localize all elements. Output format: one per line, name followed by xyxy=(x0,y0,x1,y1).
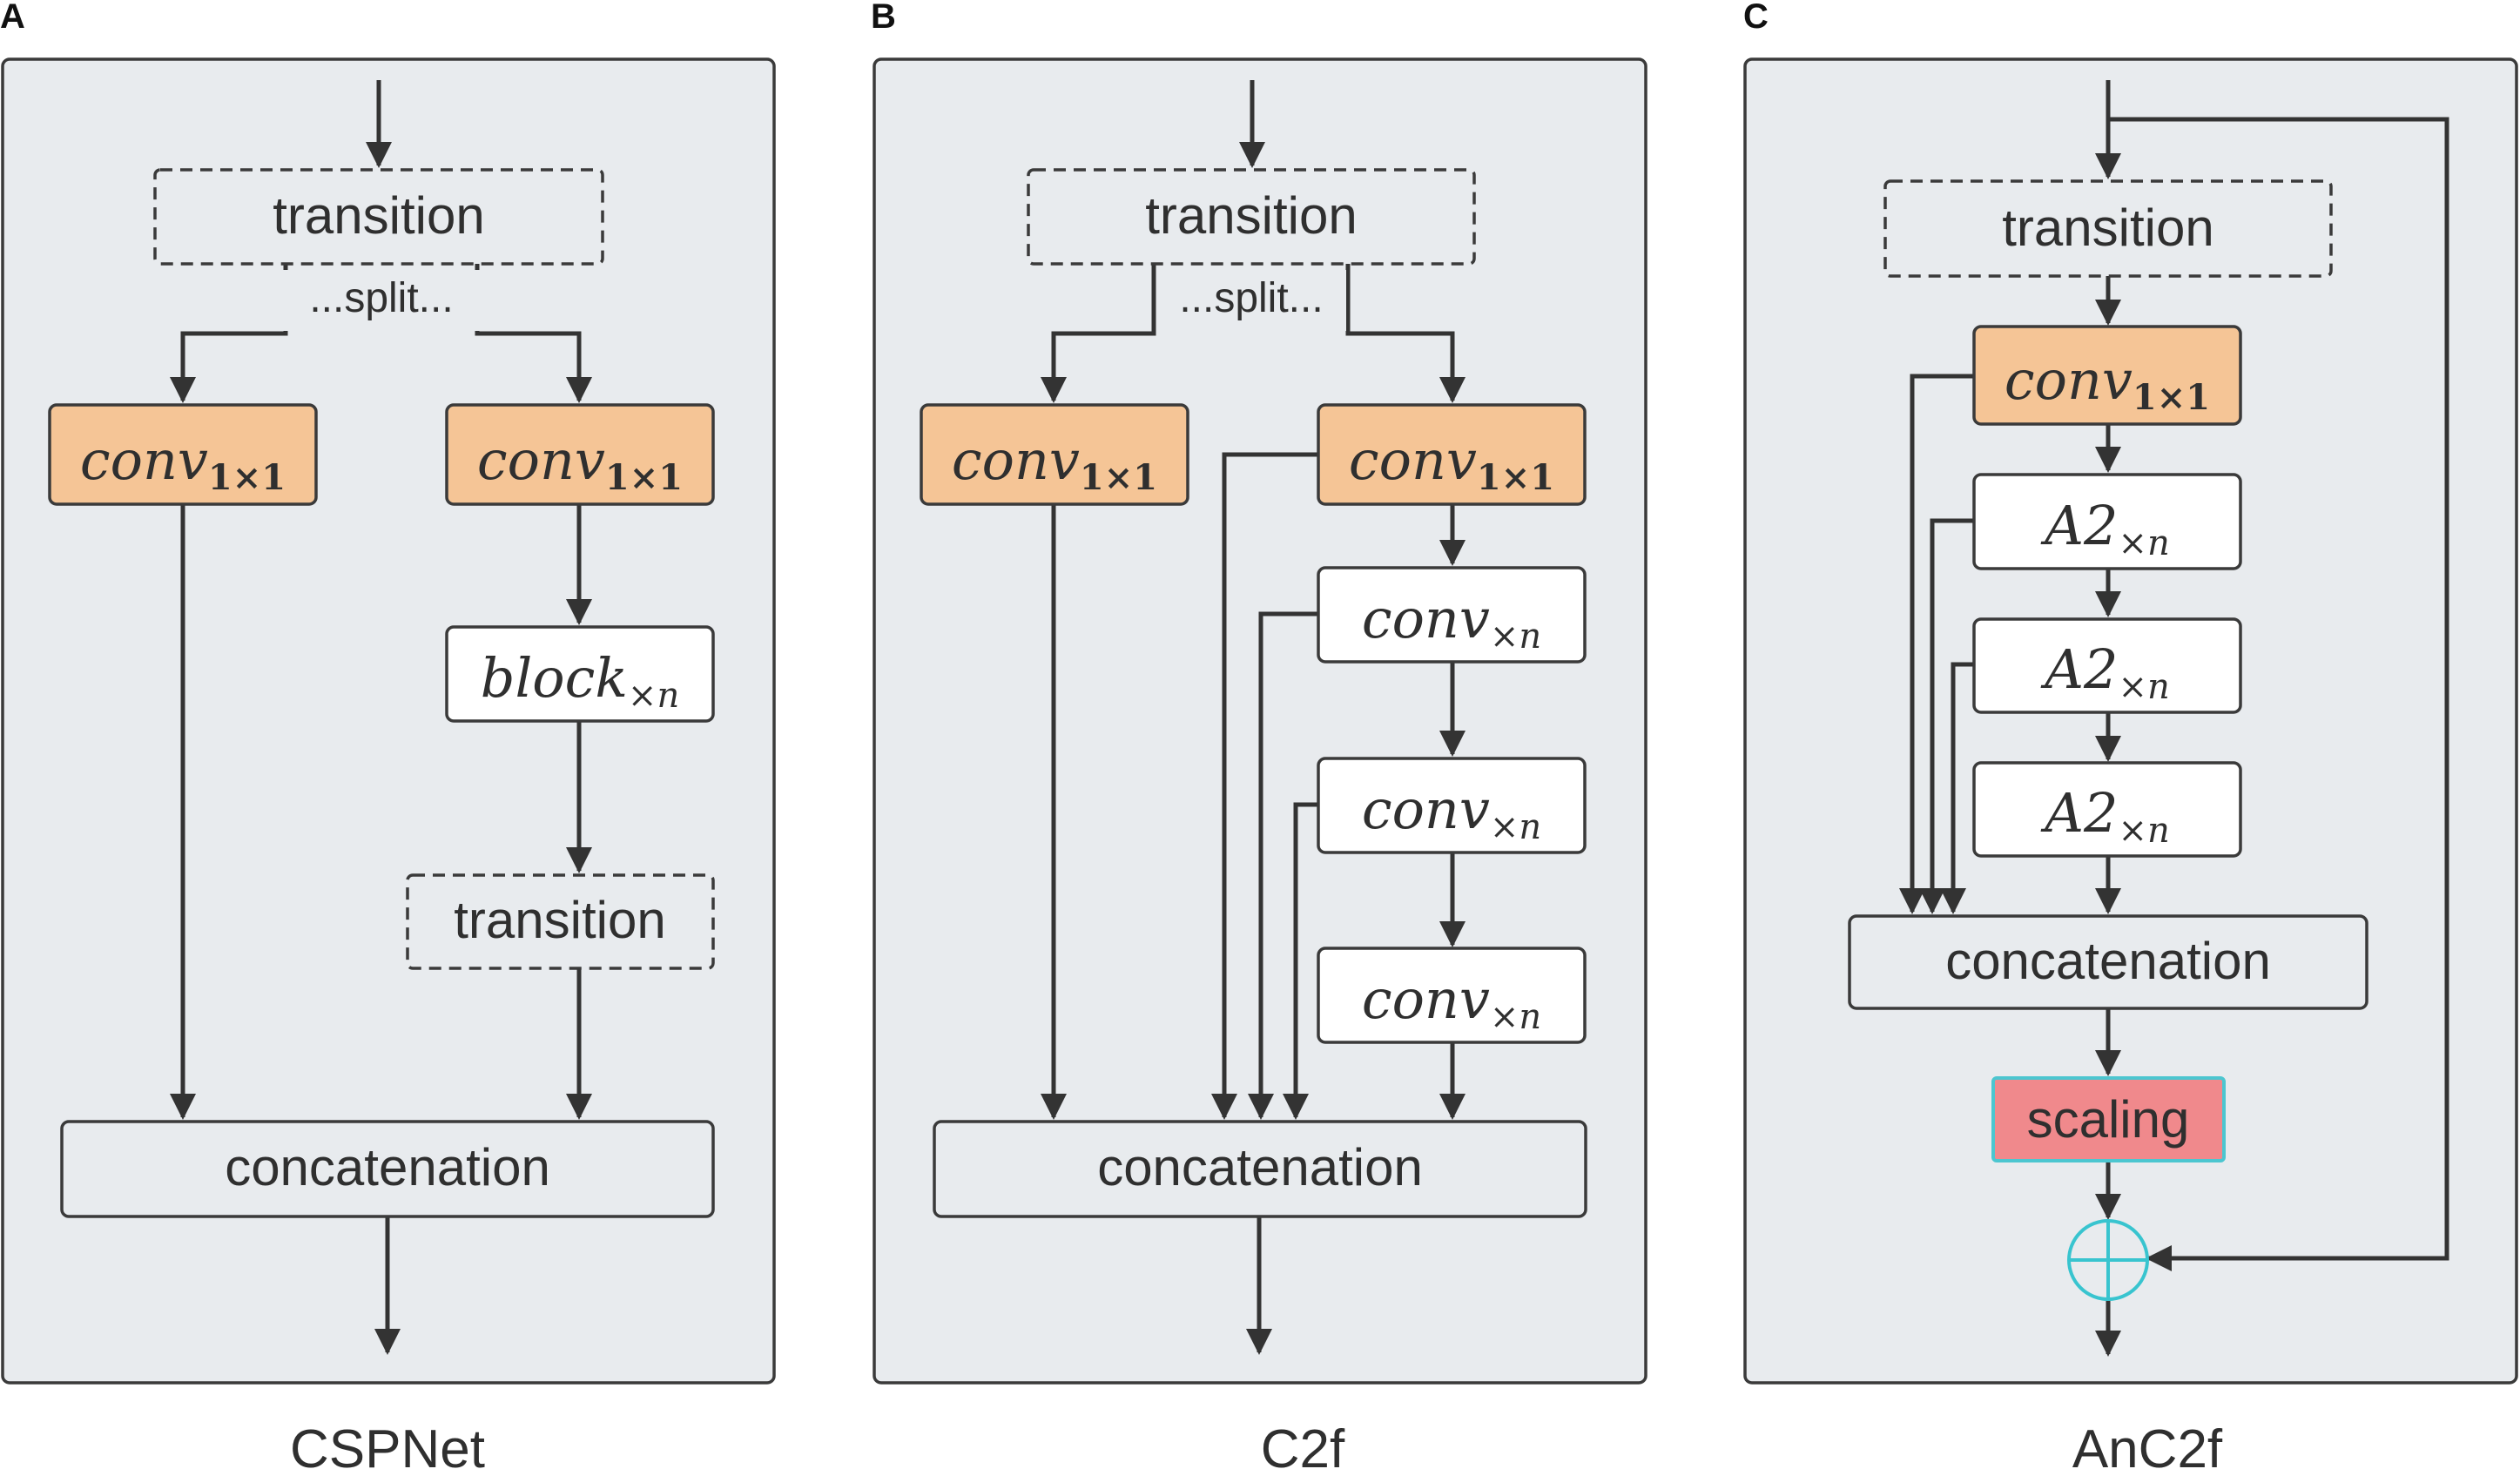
split-arrow-left xyxy=(1041,264,1156,403)
conv-1x1-box-right xyxy=(1317,403,1587,506)
conv-1x1-box-left xyxy=(920,403,1189,506)
panel-b-c2f: B transition ...split... conv1×1 conv1×1… xyxy=(871,0,1647,1469)
transition-label: transition xyxy=(273,186,484,245)
a2-n-label: A2×n xyxy=(2040,637,2170,707)
split-arrow-right xyxy=(1345,264,1466,403)
panel-caption: AnC2f xyxy=(2072,1419,2223,1469)
panel-letter: A xyxy=(0,0,25,36)
panel-caption: C2f xyxy=(1261,1419,1345,1469)
panel-letter: B xyxy=(871,0,896,36)
concatenation-box xyxy=(60,1120,715,1218)
conv-n-box xyxy=(1317,566,1587,664)
a2-n-box xyxy=(1972,761,2242,858)
a2-n-label: A2×n xyxy=(2040,781,2170,851)
scaling-label: scaling xyxy=(2027,1090,2190,1149)
conv-n-label: conv×n xyxy=(1362,587,1541,657)
conv-n-label: conv×n xyxy=(1362,967,1541,1037)
transition-box xyxy=(1027,168,1476,266)
a2-n-box xyxy=(1972,473,2242,570)
conv-1x1-box-left xyxy=(48,403,318,506)
concatenation-box xyxy=(933,1120,1587,1218)
split-label-bg xyxy=(283,270,480,331)
convn1-skip-arrow xyxy=(1248,611,1318,1120)
conv-1x1-label: conv1×1 xyxy=(2005,348,2210,418)
concatenation-box xyxy=(1848,914,2368,1010)
panel-a-cspnet: A transition ...split... conv1×1 conv1×1… xyxy=(0,0,776,1469)
split-label-bg xyxy=(1156,270,1346,331)
transition-label: transition xyxy=(1145,186,1357,245)
conv-n-box xyxy=(1317,757,1587,854)
a2-n-label: A2×n xyxy=(2040,494,2170,563)
concatenation-label: concatenation xyxy=(225,1138,550,1196)
conv-1x1-label-left: conv1×1 xyxy=(80,428,286,498)
conv-1x1-label-left: conv1×1 xyxy=(952,428,1157,498)
panel-caption: CSPNet xyxy=(290,1419,485,1469)
a2-n-box xyxy=(1972,617,2242,714)
transition-label: transition xyxy=(2002,199,2213,257)
block-box xyxy=(445,625,715,723)
a2-1-skip-arrow xyxy=(1919,518,1974,914)
conv-1x1-box xyxy=(1972,325,2242,426)
convn2-skip-arrow xyxy=(1283,802,1318,1120)
concatenation-label: concatenation xyxy=(1945,932,2271,990)
panel-c-anc2f: C transition conv1×1 A2×n A2×n A2×n conc… xyxy=(1743,0,2518,1469)
conv-1x1-box-right xyxy=(445,403,715,506)
panel-letter: C xyxy=(1743,0,1769,36)
conv-n-label: conv×n xyxy=(1362,778,1541,847)
conv-skip-arrow xyxy=(1899,374,1974,914)
panel-background xyxy=(1743,57,2518,1385)
scaling-box xyxy=(1991,1076,2226,1162)
conv-skip-arrow xyxy=(1211,452,1318,1120)
conv-n-box xyxy=(1317,947,1587,1044)
transition-box-lower xyxy=(406,873,715,970)
conv-1x1-label-right: conv1×1 xyxy=(1349,428,1554,498)
block-label: block×n xyxy=(481,646,679,716)
a2-2-skip-arrow xyxy=(1940,662,1974,914)
split-label: ...split... xyxy=(309,275,453,321)
split-label: ...split... xyxy=(1179,275,1323,321)
transition-box xyxy=(1883,179,2333,278)
transition-label-lower: transition xyxy=(454,891,665,949)
conv-1x1-label-right: conv1×1 xyxy=(477,428,683,498)
residual-arrow xyxy=(2108,117,2449,1271)
add-circle-icon xyxy=(2067,1219,2149,1301)
transition-box xyxy=(153,168,604,266)
concatenation-label: concatenation xyxy=(1097,1138,1423,1196)
